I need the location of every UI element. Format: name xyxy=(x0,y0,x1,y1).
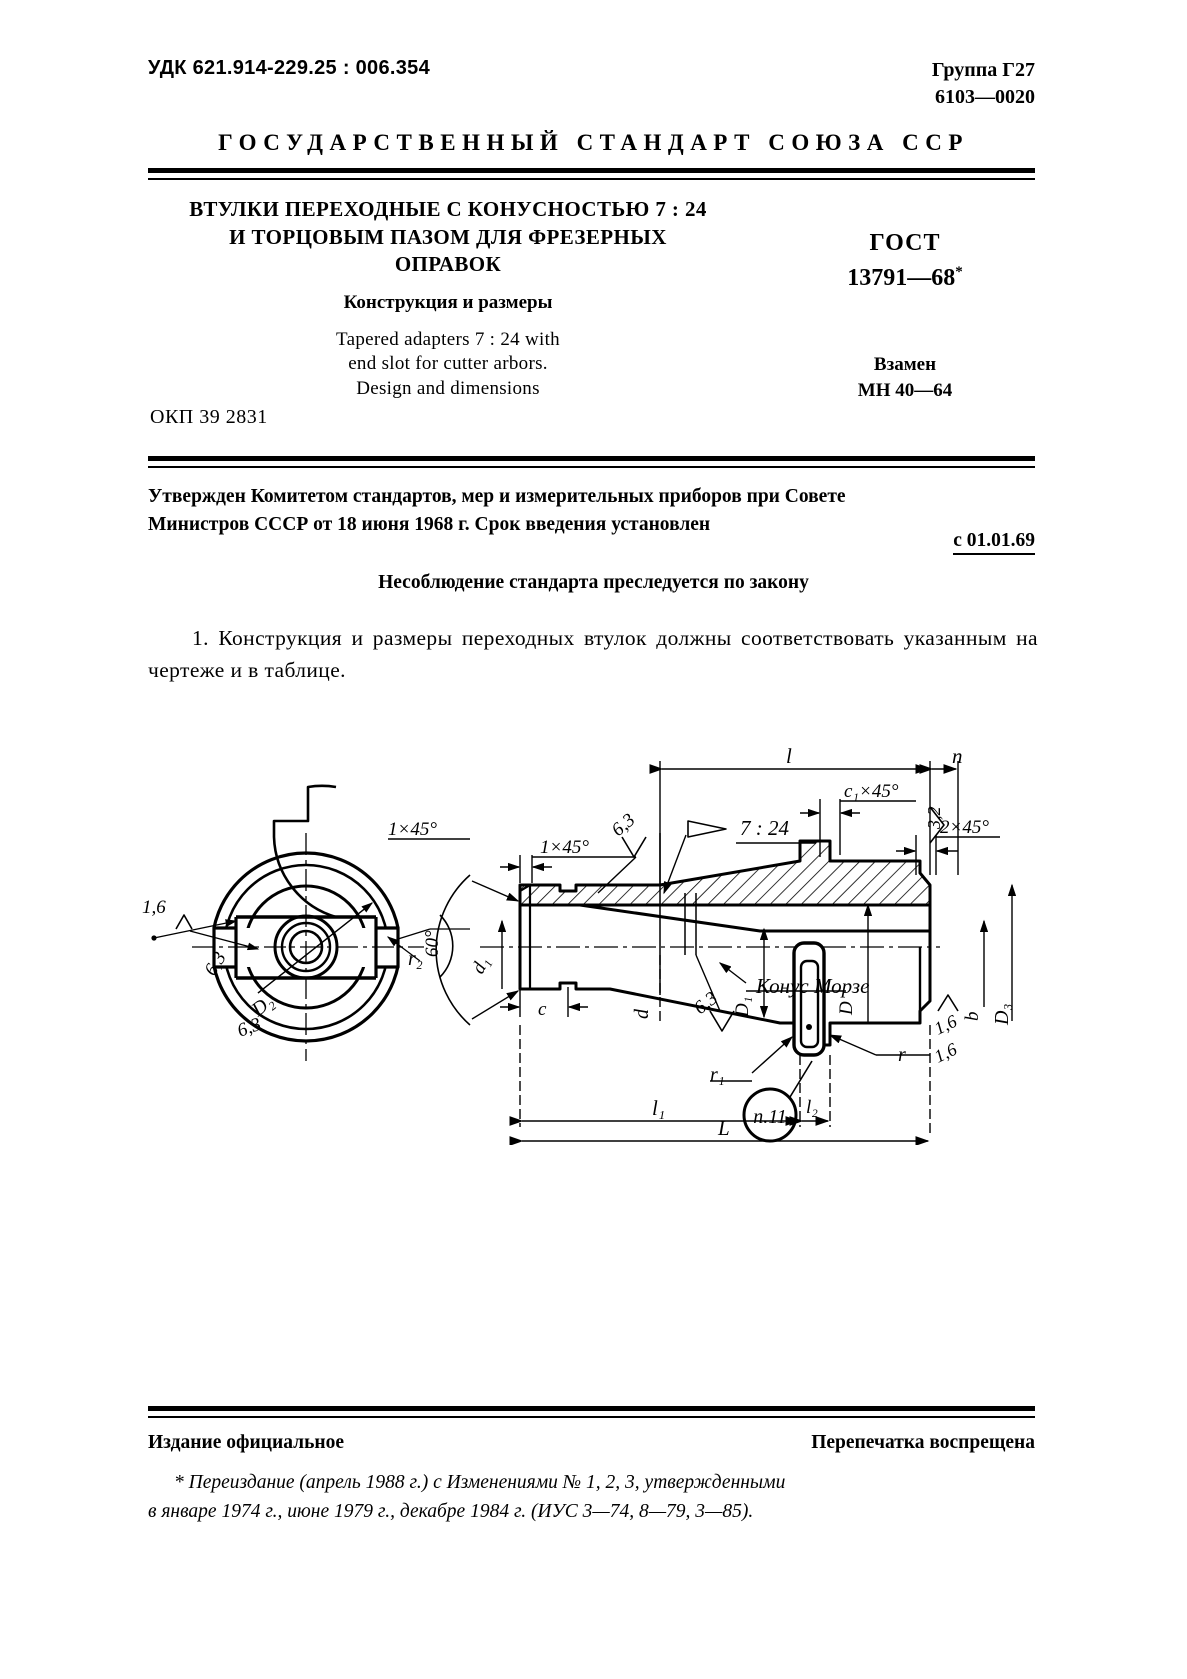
label-l1: l₁ xyxy=(652,1096,665,1120)
label-r2: r₂ xyxy=(408,948,423,970)
replaces-value: МН 40—64 xyxy=(857,379,953,401)
label-morse: Конус Морзе xyxy=(755,974,869,998)
title-ru-line3: ОПРАВОК xyxy=(394,252,502,277)
label-ra-63-mid: 6,3 xyxy=(690,988,722,1019)
effective-date: с 01.01.69 xyxy=(953,530,1035,555)
label-dim-l: l xyxy=(786,744,792,768)
label-r: r xyxy=(898,1044,906,1066)
replaces-label: Взамен xyxy=(873,354,937,375)
approval-text: Утвержден Комитетом стандартов, мер и из… xyxy=(148,483,1038,540)
title-subtitle-ru: Конструкция и размеры xyxy=(343,292,553,314)
label-c1-x45: c₁×45° xyxy=(844,781,899,802)
label-ra-32: 3,2 xyxy=(924,807,944,831)
side-section-view xyxy=(480,833,940,1057)
front-view-dimensions xyxy=(151,902,470,994)
label-taper-7-24: 7 : 24 xyxy=(740,816,789,840)
label-d1: D₁ xyxy=(732,997,753,1018)
label-ra-16-right-b: 1,6 xyxy=(931,1039,960,1067)
gost-number: 13791—68* xyxy=(770,263,1040,294)
label-ra-16-right-a: 1,6 xyxy=(931,1011,960,1039)
divider-bottom-thick xyxy=(148,1406,1035,1411)
approval-line1: Утвержден Комитетом стандартов, мер и из… xyxy=(148,486,846,507)
label-l2: l₂ xyxy=(806,1097,818,1118)
divider-top-thin xyxy=(148,178,1035,180)
label-chamfer-1x45-front: 1×45° xyxy=(388,819,437,840)
label-L: L xyxy=(717,1116,730,1140)
label-chamfer-2x45: 2×45° xyxy=(940,817,989,838)
gost-number-block: ГОСТ 13791—68* xyxy=(770,228,1040,294)
footer-note-line1: * Переиздание (апрель 1988 г.) с Изменен… xyxy=(174,1472,786,1493)
standard-banner: ГОСУДАРСТВЕННЫЙ СТАНДАРТ СОЮЗА ССР xyxy=(218,130,969,155)
footer-note-line2: в январе 1974 г., июне 1979 г., декабре … xyxy=(148,1501,754,1523)
compliance-warning: Несоблюдение стандарта преследуется по з… xyxy=(378,572,809,593)
group-label: Группа Г27 xyxy=(931,59,1035,81)
replaces-block: Взамен МН 40—64 xyxy=(770,352,1040,403)
label-d3: D₃ xyxy=(991,1004,1013,1026)
title-block: ВТУЛКИ ПЕРЕХОДНЫЕ С КОНУСНОСТЬЮ 7 : 24 И… xyxy=(148,196,748,401)
title-en-line3: Design and dimensions xyxy=(356,377,540,399)
footer-row: Издание официальное Перепечатка воспреще… xyxy=(148,1432,1035,1454)
title-en-line2: end slot for cutter arbors. xyxy=(348,353,548,375)
group-code: 6103—0020 xyxy=(935,86,1035,108)
label-angle-60: 60° xyxy=(422,930,443,957)
label-b: b xyxy=(962,1012,983,1022)
technical-drawing: 1,6 6,3 D₂ r₂ 60° 1×45° 6,3 xyxy=(140,725,1050,1145)
divider-top-thick xyxy=(148,168,1035,173)
side-view-dimensions xyxy=(435,761,1017,1145)
okp-code: ОКП 39 2831 xyxy=(150,406,268,428)
approval-line2: Министров СССР от 18 июня 1968 г. Срок в… xyxy=(148,514,711,536)
udk-code: УДК 621.914-229.25 : 006.354 xyxy=(148,57,431,79)
title-ru-line1: ВТУЛКИ ПЕРЕХОДНЫЕ С КОНУСНОСТЬЮ 7 : 24 xyxy=(189,197,707,221)
title-en-line1: Tapered adapters 7 : 24 with xyxy=(336,329,560,351)
label-d1-small: d₁ xyxy=(468,953,494,977)
footer-official: Издание официальное xyxy=(148,1432,345,1453)
footer-reprint: Перепечатка воспрещена xyxy=(811,1432,1035,1453)
gost-asterisk: * xyxy=(955,264,963,281)
clause-1: 1. Конструкция и размеры переходных втул… xyxy=(148,626,1038,683)
front-view xyxy=(192,784,424,1061)
label-note-callout: п.11 xyxy=(753,1106,787,1128)
divider-mid-thin xyxy=(148,466,1035,468)
divider-bottom-thin xyxy=(148,1416,1035,1418)
label-chamfer-1x45-body: 1×45° xyxy=(540,837,589,858)
group-block: Группа Г27 6103—0020 xyxy=(932,57,1035,111)
divider-mid-thick xyxy=(148,456,1035,461)
gost-number-value: 13791—68 xyxy=(847,265,956,292)
label-ra-63-body: 6,3 xyxy=(608,809,640,840)
label-c: c xyxy=(538,999,547,1020)
footer-note: * Переиздание (апрель 1988 г.) с Изменен… xyxy=(148,1468,1035,1527)
adapter-drawing-svg: 1,6 6,3 D₂ r₂ 60° 1×45° 6,3 xyxy=(142,744,1017,1145)
label-d-major: D xyxy=(836,1001,857,1016)
label-ra-16-left: 1,6 xyxy=(142,897,166,918)
title-ru-line2: И ТОРЦОВЫМ ПАЗОМ ДЛЯ ФРЕЗЕРНЫХ xyxy=(229,224,667,249)
label-d-small: d xyxy=(631,1008,653,1019)
label-r1: r₁ xyxy=(710,1064,725,1086)
label-dim-n: n xyxy=(952,744,963,768)
gost-label: ГОСТ xyxy=(869,230,941,256)
